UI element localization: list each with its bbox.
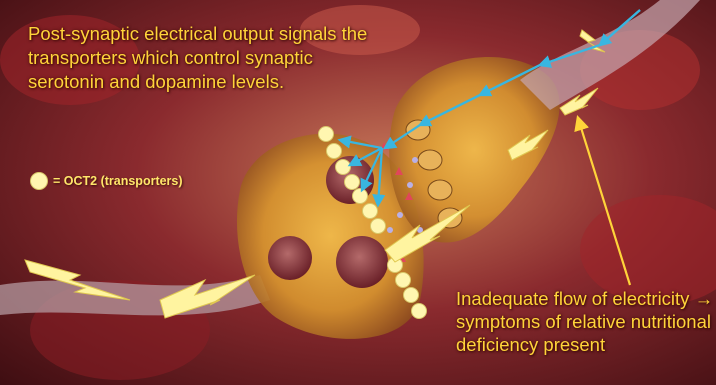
transporter-dot-icon <box>30 172 48 190</box>
vesicle <box>268 236 312 280</box>
vesicle <box>336 236 388 288</box>
inadequate-flow-caption: Inadequate flow of electricity → symptom… <box>456 287 716 356</box>
post-synaptic-caption: Post-synaptic electrical output signals … <box>28 22 388 94</box>
legend: = OCT2 (transporters) <box>30 172 183 190</box>
legend-label: = OCT2 (transporters) <box>53 174 183 188</box>
